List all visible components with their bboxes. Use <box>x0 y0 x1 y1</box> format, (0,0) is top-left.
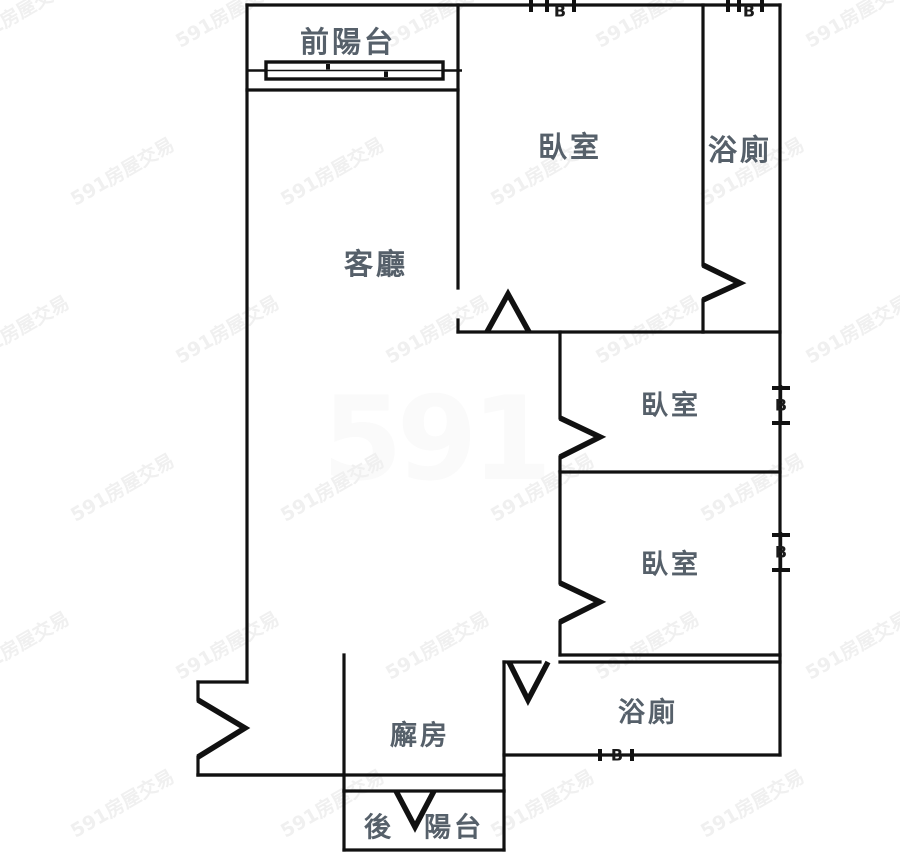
door-swing-group <box>393 262 747 833</box>
rear-balcony-door-icon <box>393 789 437 833</box>
room-label-bedroom-2: 臥室 <box>641 390 701 422</box>
room-label-bedroom-1: 臥室 <box>537 130 603 164</box>
dimension-label-b-top-left: B <box>553 1 567 21</box>
bedroom2-door-icon <box>558 415 607 460</box>
room-label-bathroom-2: 浴廁 <box>618 697 678 729</box>
room-label-bedroom-3: 臥室 <box>641 549 701 581</box>
entrance-door-icon <box>196 697 251 760</box>
dimension-label-b-top-right: B <box>742 1 756 21</box>
dimension-label-b-right-lower: B <box>774 542 788 562</box>
bedroom1-door-icon <box>484 288 532 334</box>
bathroom1-door-icon <box>701 262 747 303</box>
bathroom2-door-icon <box>506 660 551 707</box>
room-label-front-balcony: 前陽台 <box>299 25 397 59</box>
room-label-living-room: 客廳 <box>343 247 409 281</box>
front-balcony-sliding-window-icon <box>247 60 462 81</box>
room-label-kitchen: 廨房 <box>390 720 450 752</box>
bedroom3-door-icon <box>558 580 607 625</box>
interior-wall-group <box>196 3 782 852</box>
room-label-rear-balcony: 後 陽台 <box>364 812 484 844</box>
dimension-label-b-right-upper: B <box>774 395 788 415</box>
dimension-marker-group <box>528 0 790 761</box>
dimension-label-b-bottom: B <box>610 745 624 765</box>
room-label-bathroom-1: 浴廁 <box>707 133 773 167</box>
